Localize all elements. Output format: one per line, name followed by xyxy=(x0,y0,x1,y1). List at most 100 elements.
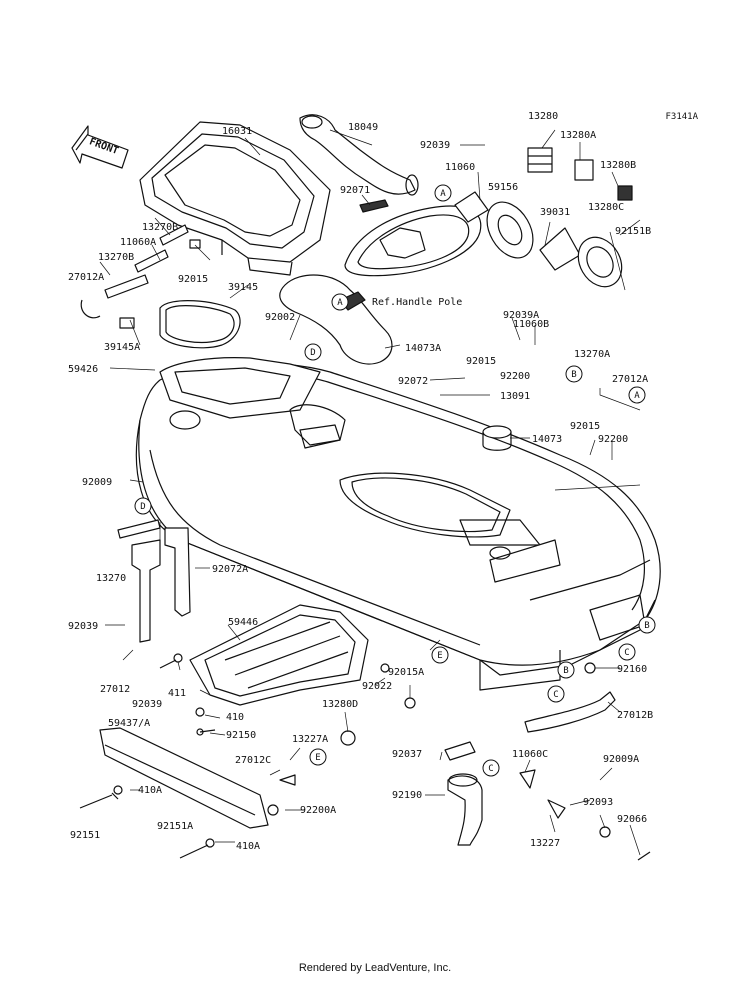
figure-code: F3141A xyxy=(665,112,698,122)
part-label: 39031 xyxy=(540,207,570,218)
part-label: 92002 xyxy=(265,312,295,323)
part-label: 11060A xyxy=(120,237,156,248)
callout-letter: B xyxy=(644,621,649,631)
part-label: 13270B xyxy=(142,222,178,233)
storage-tray-16031 xyxy=(139,121,331,276)
callout-letter: C xyxy=(624,648,629,658)
part-label: 92072 xyxy=(398,376,428,387)
part-label: 411 xyxy=(168,688,186,699)
hose-27012B xyxy=(524,691,616,733)
part-label: 39145 xyxy=(228,282,258,293)
callout-letter: D xyxy=(310,348,315,358)
callout-letters: A A A B B B C C C D D E E xyxy=(140,189,649,774)
hose-18049 xyxy=(299,114,419,196)
bolts xyxy=(79,653,651,861)
part-label: 92200 xyxy=(598,434,628,445)
callout-letter: B xyxy=(563,666,568,676)
part-label: 92151A xyxy=(157,821,193,832)
part-label: 11060 xyxy=(445,162,475,173)
handle-base-plate xyxy=(344,199,482,277)
part-label: 13280C xyxy=(588,202,624,213)
part-label: 27012C xyxy=(235,755,271,766)
part-label: 410A xyxy=(138,785,162,796)
callout-letter: C xyxy=(488,764,493,774)
part-labels: 16031 18049 92039 13280 13280A 13280B 11… xyxy=(68,111,653,852)
part-label: 410A xyxy=(236,841,260,852)
part-label: 13227 xyxy=(530,838,560,849)
callout-letter: E xyxy=(315,753,320,763)
plate-59446 xyxy=(189,604,369,706)
part-label: 92015 xyxy=(570,421,600,432)
part-label: 92015A xyxy=(388,667,424,678)
part-label: 92093 xyxy=(583,797,613,808)
part-label: 92022 xyxy=(362,681,392,692)
clip-parts xyxy=(527,147,633,201)
part-label: 13280 xyxy=(528,111,558,122)
vent-assembly xyxy=(454,191,623,288)
callout-letter: E xyxy=(437,651,442,661)
part-label: 92200 xyxy=(500,371,530,382)
part-label: 92039 xyxy=(132,699,162,710)
part-label: 11060B xyxy=(513,319,549,330)
part-label: 59156 xyxy=(488,182,518,193)
part-label: 92071 xyxy=(340,185,370,196)
callout-letter: A xyxy=(440,189,446,199)
footer-credit: Rendered by LeadVenture, Inc. xyxy=(298,962,452,974)
leader-lines xyxy=(99,129,641,856)
hull-59426 xyxy=(135,357,661,691)
reference-note: Ref.Handle Pole xyxy=(372,297,462,308)
part-label: 13270A xyxy=(574,349,610,360)
part-label: 92015 xyxy=(466,356,496,367)
callout-letter: A xyxy=(634,391,640,401)
left-small-parts xyxy=(80,224,241,349)
cap-14073 xyxy=(482,425,512,451)
part-label: 59446 xyxy=(228,617,258,628)
part-label: 13280D xyxy=(322,699,358,710)
part-label: 13227A xyxy=(292,734,328,745)
part-label: 13280A xyxy=(560,130,596,141)
part-label: 92039 xyxy=(68,621,98,632)
rail-59437A xyxy=(99,727,269,829)
part-label: 27012B xyxy=(617,710,653,721)
bracket-bars xyxy=(117,519,191,643)
callout-letter: D xyxy=(140,502,145,512)
part-label: 13091 xyxy=(500,391,530,402)
part-label: 16031 xyxy=(222,126,252,137)
callout-letter: C xyxy=(553,690,558,700)
part-label: 92015 xyxy=(178,274,208,285)
part-label: 92151B xyxy=(615,226,651,237)
duct-14073A xyxy=(279,274,393,365)
part-label: 27012A xyxy=(612,374,648,385)
part-label: 92039 xyxy=(420,140,450,151)
callout-letter: A xyxy=(337,298,343,308)
part-label: 14073 xyxy=(532,434,562,445)
part-label: 92160 xyxy=(617,664,647,675)
part-label: 92037 xyxy=(392,749,422,760)
part-label: 92009 xyxy=(82,477,112,488)
part-label: 59437/A xyxy=(108,718,150,729)
part-label: 92072A xyxy=(212,564,248,575)
part-label: 13280B xyxy=(600,160,636,171)
part-label: 92066 xyxy=(617,814,647,825)
part-label: 11060C xyxy=(512,749,548,760)
part-label: 92151 xyxy=(70,830,100,841)
part-label: 92009A xyxy=(603,754,639,765)
part-label: 410 xyxy=(226,712,244,723)
part-label: 92039A xyxy=(503,310,539,321)
part-label: 92200A xyxy=(300,805,336,816)
part-label: 13270 xyxy=(96,573,126,584)
part-label: 27012 xyxy=(100,684,130,695)
part-label: 92190 xyxy=(392,790,422,801)
callouts xyxy=(134,184,656,777)
part-label: 18049 xyxy=(348,122,378,133)
part-label: 39145A xyxy=(104,342,140,353)
front-arrow xyxy=(71,125,129,169)
part-label: 14073A xyxy=(405,343,441,354)
part-label: 13270B xyxy=(98,252,134,263)
callout-letter: B xyxy=(571,370,576,380)
part-label: 92150 xyxy=(226,730,256,741)
part-label: 27012A xyxy=(68,272,104,283)
hose-92190 xyxy=(444,741,483,846)
